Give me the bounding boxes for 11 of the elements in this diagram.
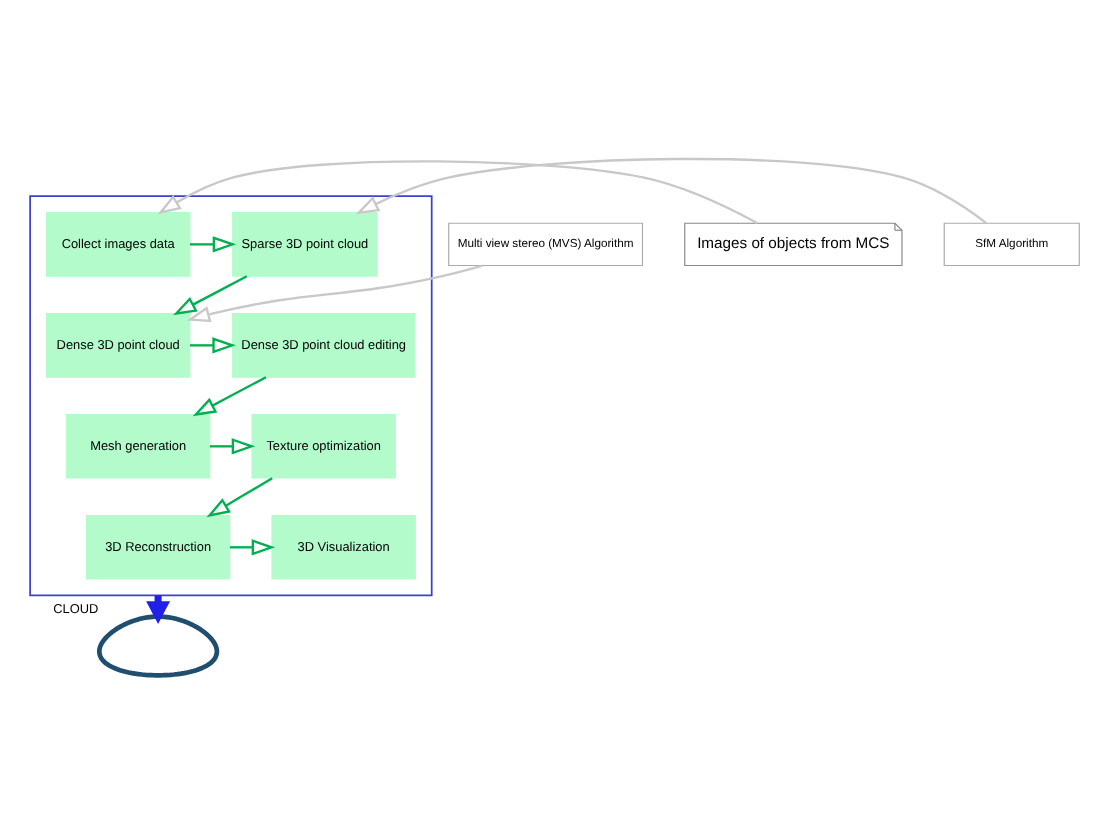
- arrow: [157, 159, 758, 224]
- arrow: [186, 263, 483, 322]
- arrow: [206, 476, 273, 517]
- arrow: [173, 274, 248, 315]
- arrow: [190, 235, 237, 252]
- node-cloud: [96, 613, 220, 677]
- arrow: [355, 156, 988, 224]
- arrow: [190, 336, 236, 353]
- arrow: [192, 375, 267, 416]
- arrow: [209, 437, 256, 454]
- arrow: [229, 538, 276, 555]
